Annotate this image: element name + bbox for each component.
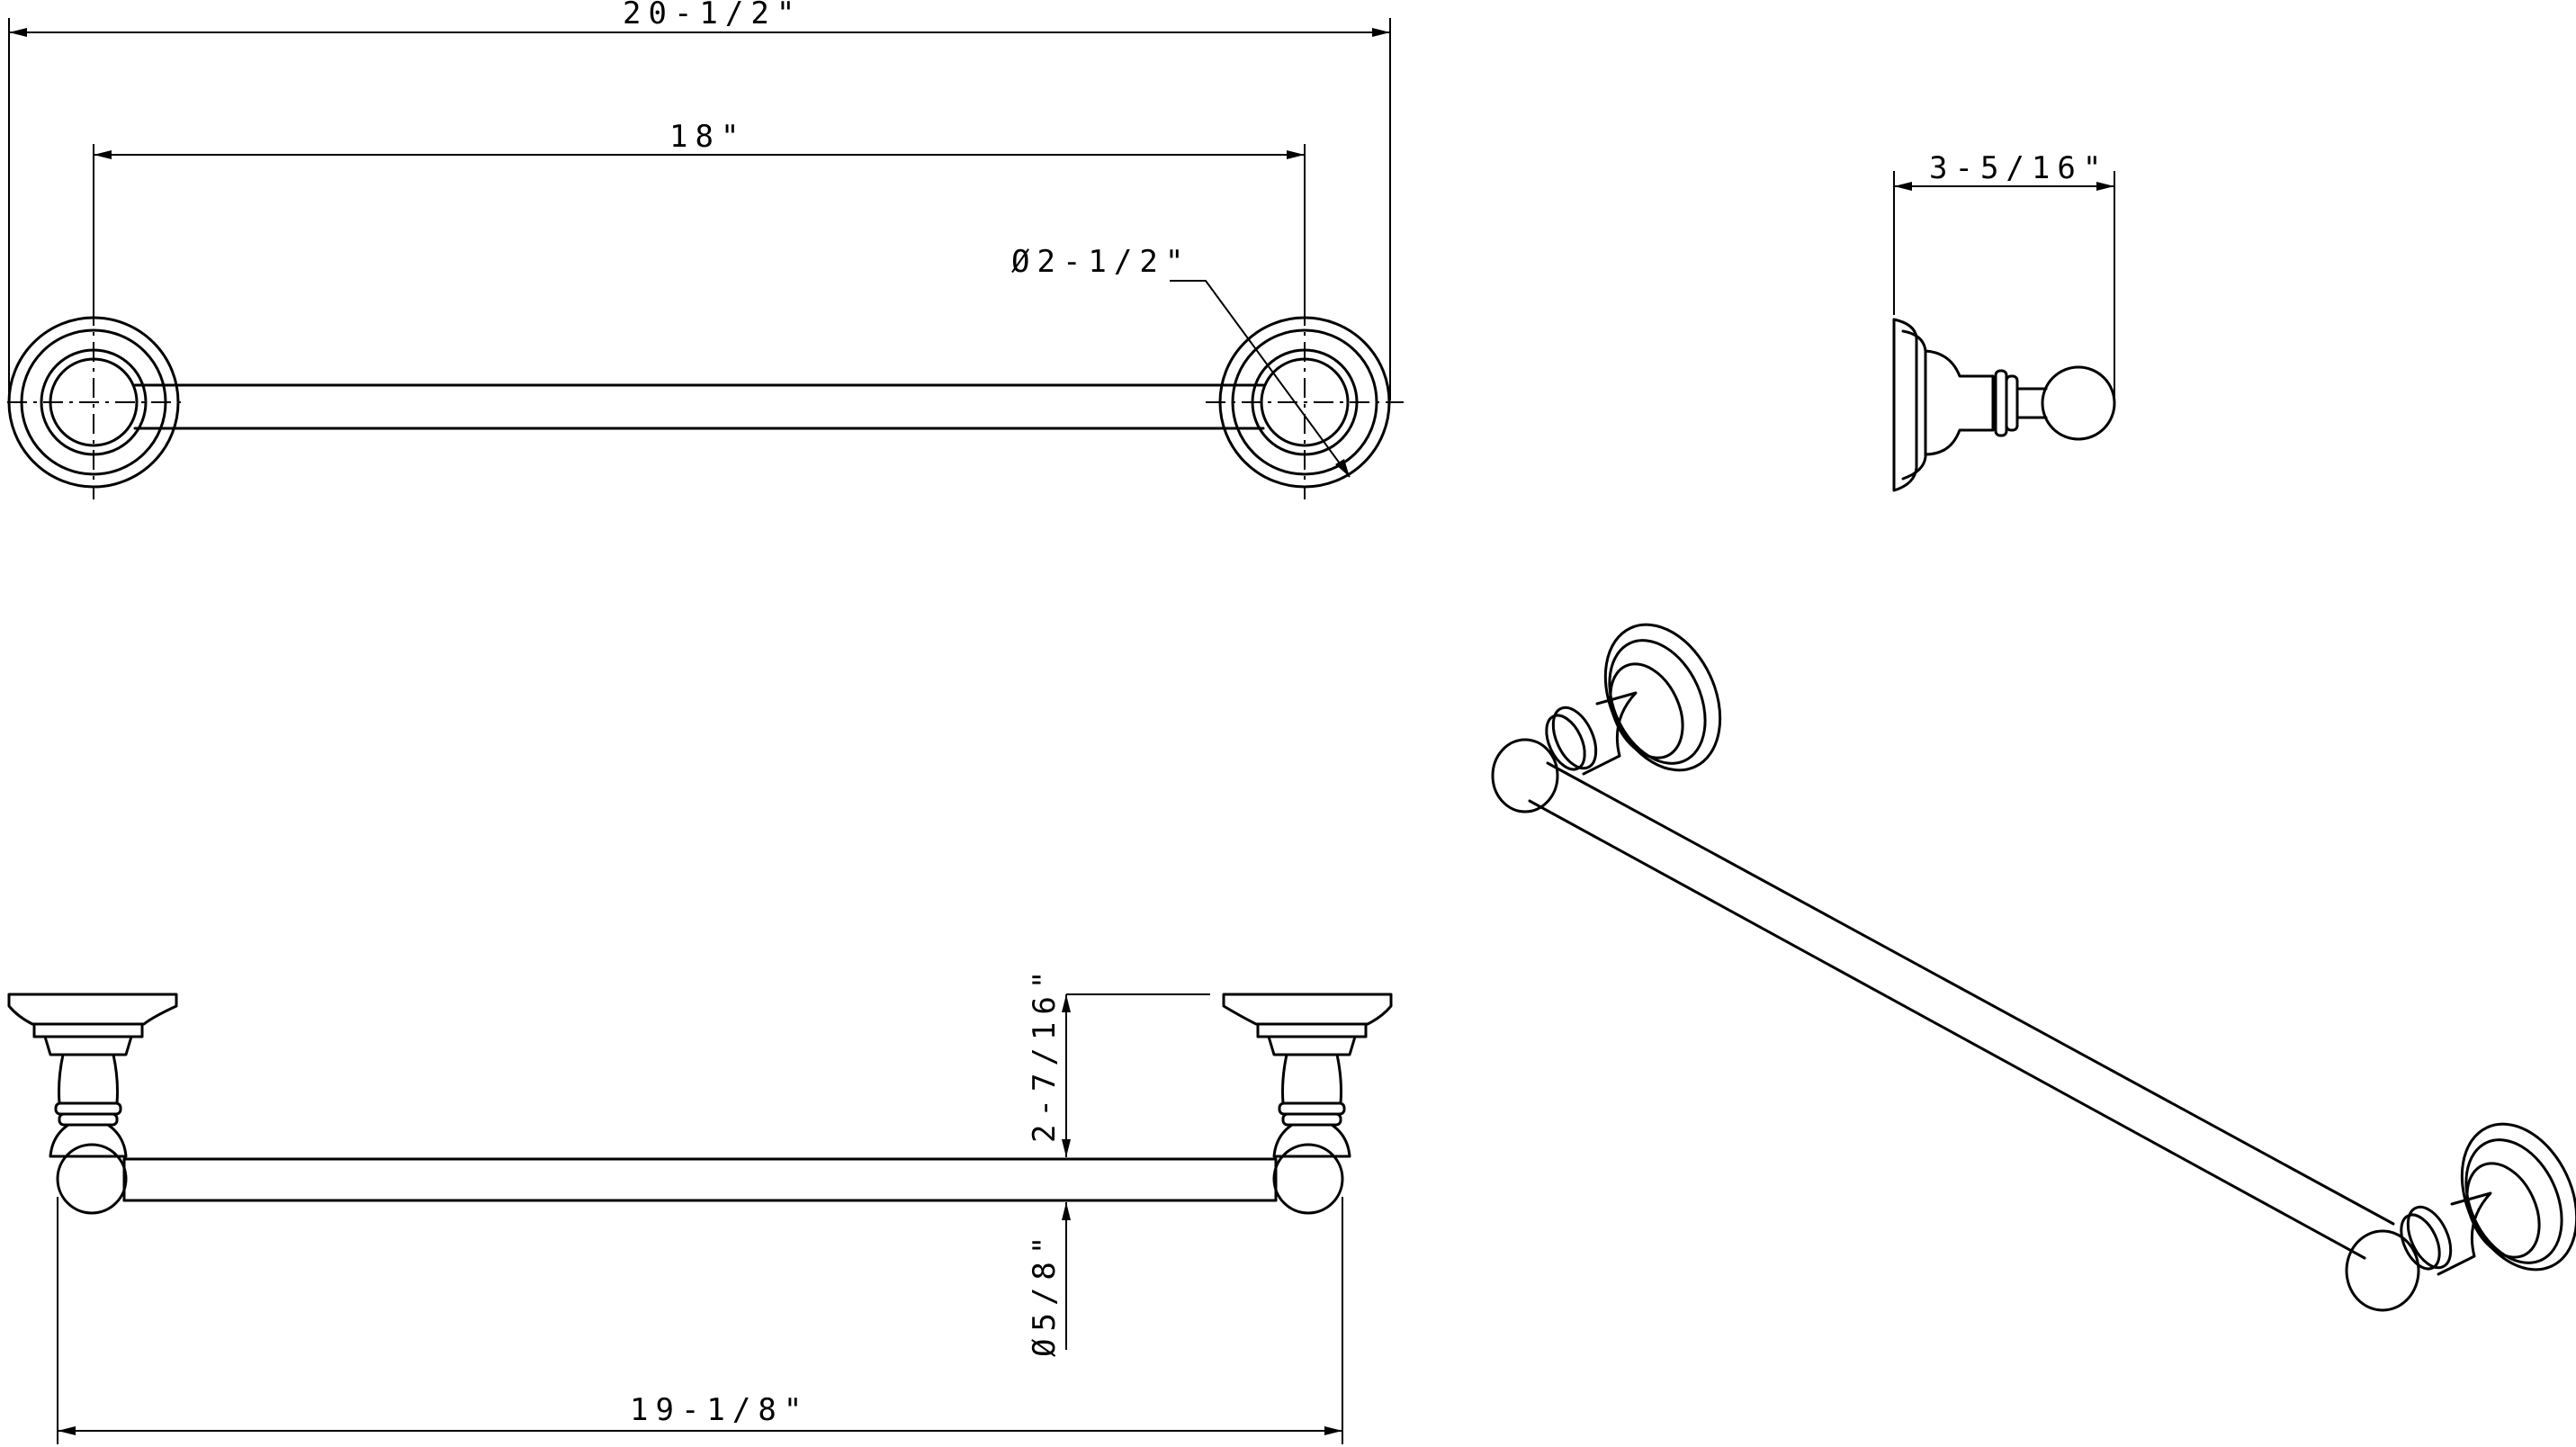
iso-mount-upper [1491,623,1722,813]
flange-diameter-label: Ø2-1/2" [1011,244,1190,280]
bar-height-label: 2-7/16" [1027,964,1063,1143]
bar-length-label: 19-1/8" [630,1392,809,1428]
bar-elevation [122,1157,1278,1202]
side-view: 3-5/16" [1892,150,2116,492]
center-lines [7,306,1404,499]
iso-mount-lower [2345,1122,2576,1312]
iso-bar [1528,761,2395,1260]
bar-diameter-label: Ø5/8" [1027,1229,1063,1357]
overall-width-label: 20-1/2" [623,0,802,31]
left-post [7,993,178,1215]
isometric-view [1491,623,2576,1312]
front-view: 20-1/2" 18" Ø2-1/2" [7,0,1404,499]
right-post [1222,993,1393,1215]
projection-label: 3-5/16" [1929,150,2108,186]
bar-top-view [133,383,1265,430]
elevation-view: 2-7/16" Ø5/8" 19-1/8" [7,964,1393,1444]
post-spacing-label: 18" [669,119,746,155]
